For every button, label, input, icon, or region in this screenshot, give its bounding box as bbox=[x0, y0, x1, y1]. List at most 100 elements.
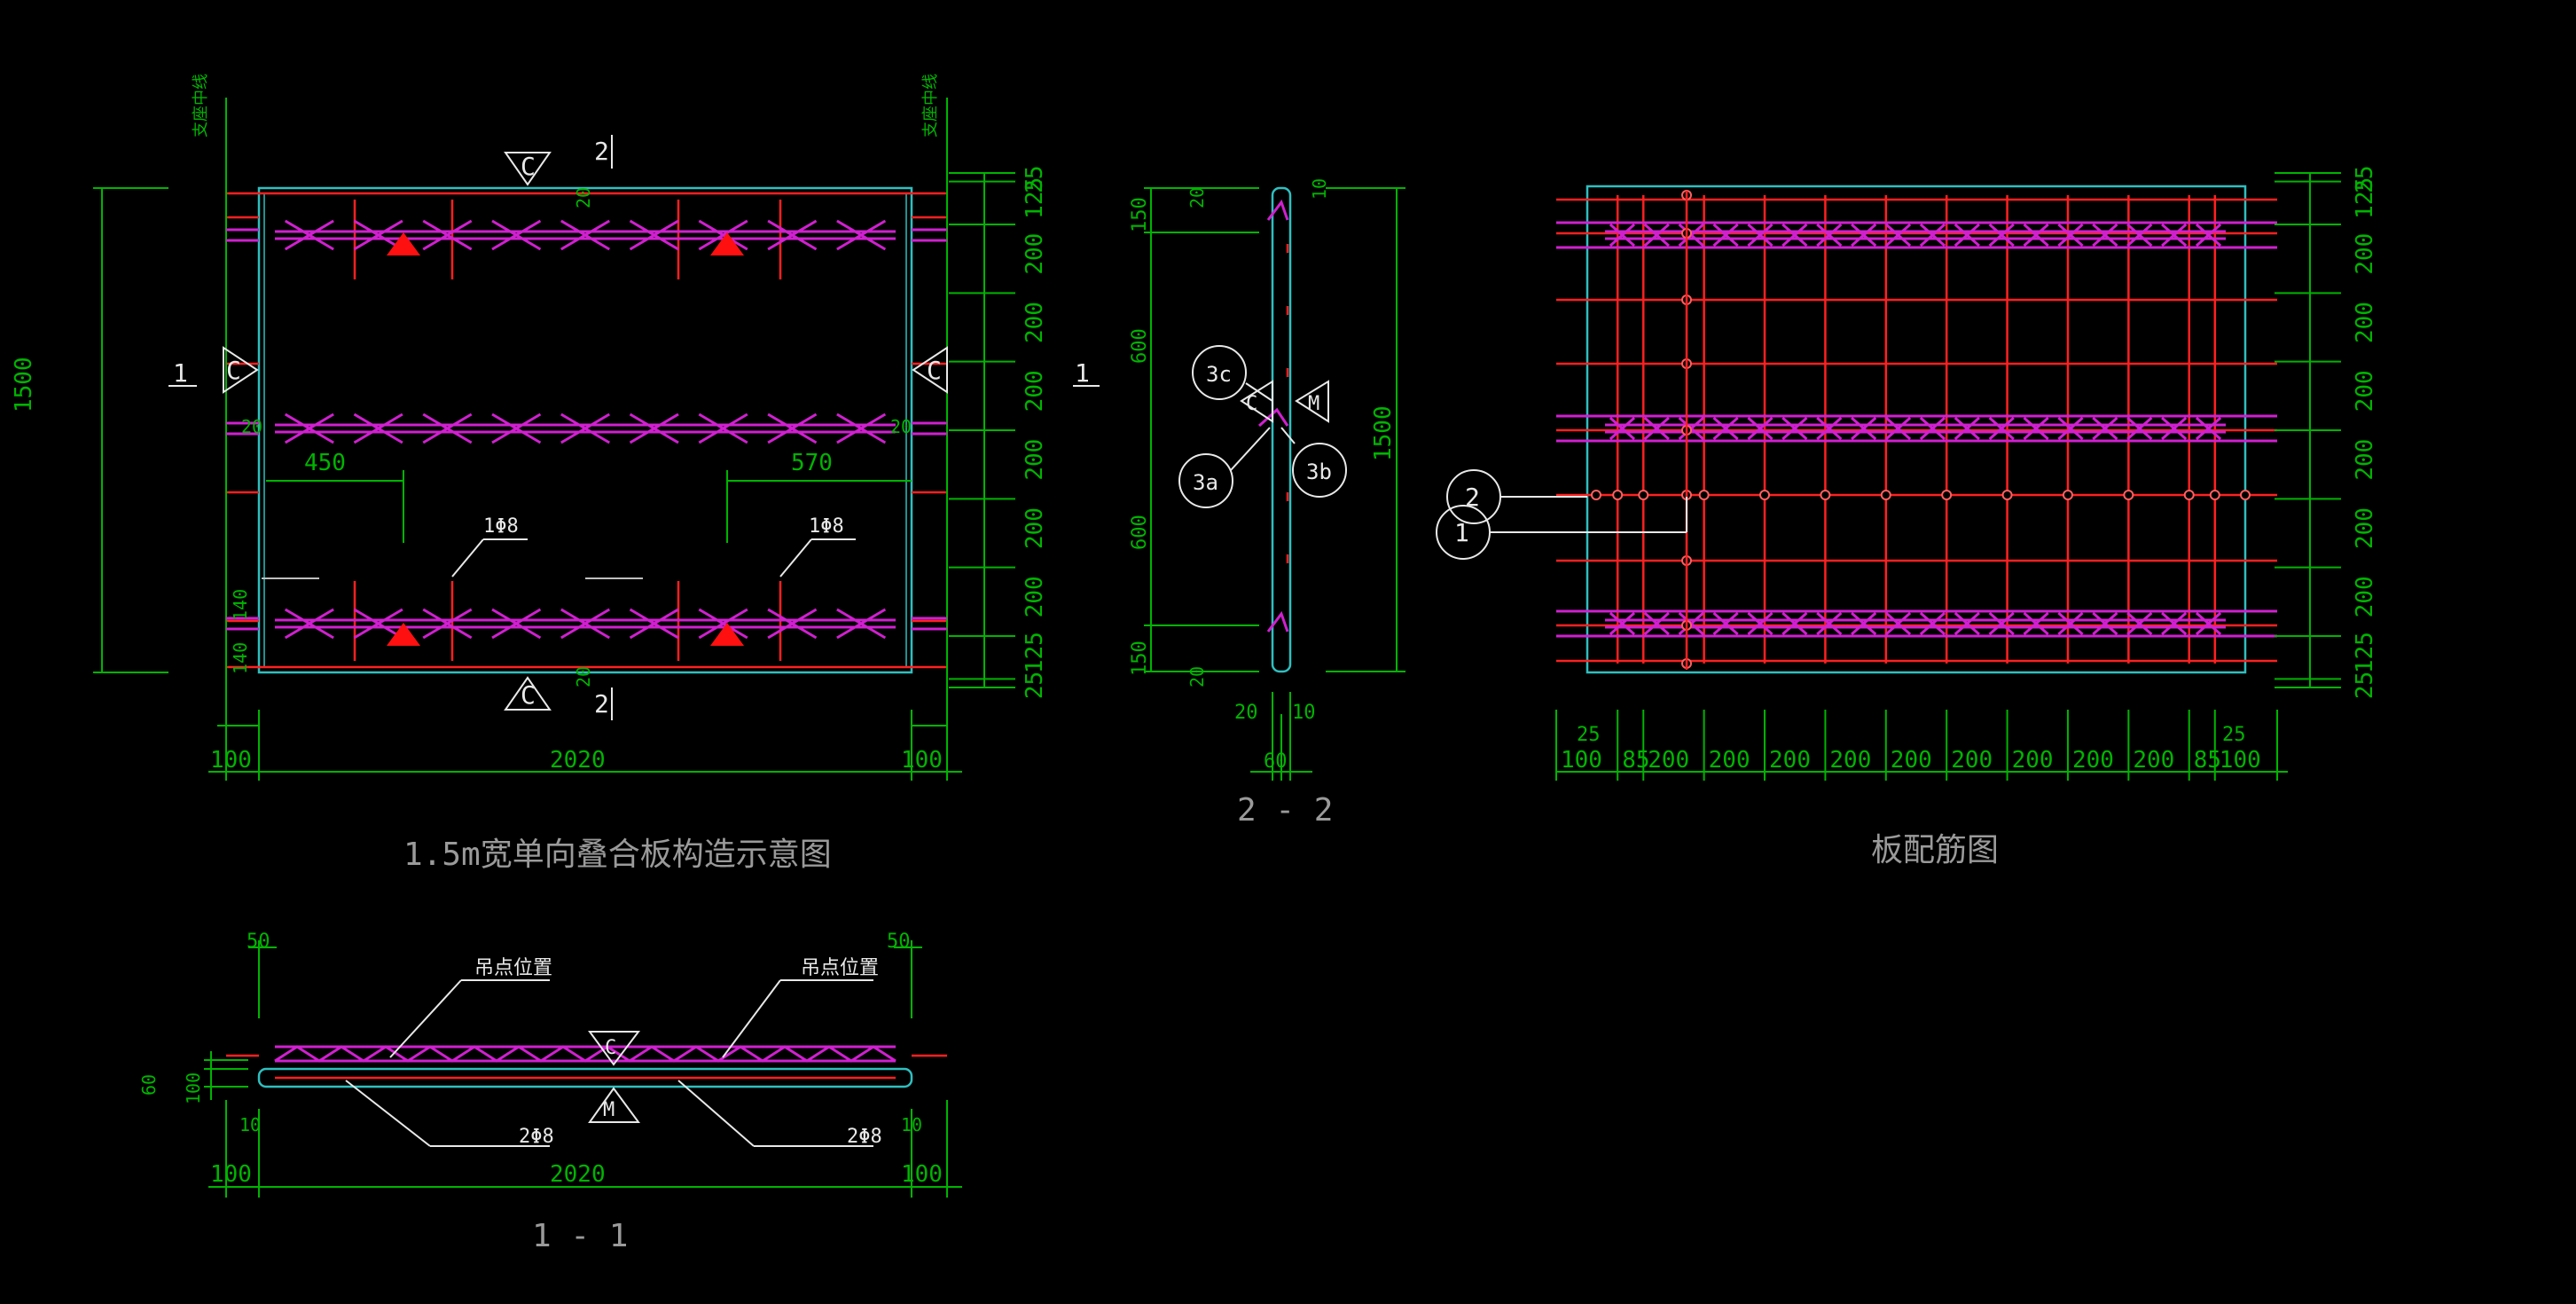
plan-dimensions: 1500 450 570 100 2020 100 支座中线 支座中线 140 … bbox=[11, 74, 947, 774]
reinf-node bbox=[1612, 490, 1624, 500]
left-small-dim-2: 20 bbox=[241, 416, 262, 437]
reinf-right-dim-label-1: 125 bbox=[2352, 177, 2378, 219]
callout-3a bbox=[1178, 453, 1233, 508]
reinf-right-dim-label-0: 25 bbox=[2352, 166, 2378, 193]
reinf-nodes bbox=[1591, 190, 2251, 670]
reinf-truss-row-0-diag bbox=[1747, 223, 1773, 247]
callout-label-3c: 3c bbox=[1206, 362, 1232, 387]
s11-tri-m: M bbox=[603, 1099, 615, 1121]
plan-truss-row-2-diag bbox=[560, 608, 610, 640]
reinf-title: 板配筋图 bbox=[1871, 832, 1999, 868]
callout-3c bbox=[1192, 345, 1247, 400]
section-dimensions: 150 600 600 150 1500 20 10 20 20 10 60 bbox=[1129, 178, 1405, 781]
support-line-left: 支座中线 bbox=[192, 74, 210, 137]
reinf-right-dim-label-4: 200 bbox=[2352, 370, 2378, 412]
section-bottom-label-2: 10 bbox=[1292, 702, 1316, 724]
plan-inner-dim-left: 450 bbox=[304, 450, 346, 476]
section-markers bbox=[168, 135, 948, 720]
plan-verticals bbox=[353, 200, 782, 661]
reinf-truss-row-2-diag bbox=[2195, 611, 2222, 636]
reinf-truss-row-1-diag bbox=[1954, 416, 1980, 441]
section11-bars bbox=[226, 1054, 947, 1080]
section11-dims: 50 50 60 100 10 10 100 2020 100 bbox=[138, 931, 962, 1198]
section-1-1: C M 吊点位置 吊点位置 2Φ8 2Φ8 50 50 60 100 10 10… bbox=[138, 931, 962, 1254]
tri-label-m: M bbox=[1308, 393, 1319, 415]
plan-truss-row-1-diag bbox=[836, 412, 887, 444]
s11-left-dim-0: 60 bbox=[138, 1074, 160, 1096]
plan-truss-row-1-diag bbox=[491, 412, 542, 444]
reinf-truss-row-1-diag bbox=[1643, 416, 1670, 441]
reinf-truss-row-2-diag bbox=[1643, 611, 1670, 636]
plan-truss-row-0-diag bbox=[698, 219, 748, 251]
reinf-right-dim-label-2: 200 bbox=[2352, 233, 2378, 275]
left-small-dim-0: 140 bbox=[230, 589, 251, 621]
reinf-truss-row-2-diag bbox=[2126, 611, 2153, 636]
reinf-truss-row-0-diag bbox=[1609, 223, 1636, 247]
tri-label-c: C bbox=[1246, 393, 1257, 415]
reinf-truss-row-1-diag bbox=[1988, 416, 2015, 441]
reinf-truss-row-0-diag bbox=[1884, 223, 1912, 247]
plan-truss-row-2-diag bbox=[629, 608, 679, 640]
reinf-truss-row-0-diag bbox=[2126, 223, 2153, 247]
plan-truss-row-0-diag bbox=[284, 219, 334, 251]
s11-web bbox=[274, 1045, 897, 1063]
reinf-truss-row-2-diag bbox=[1747, 611, 1773, 636]
reinf-truss-row-2-diag bbox=[2161, 611, 2188, 636]
section-slab bbox=[1271, 186, 1292, 673]
slab-outline bbox=[257, 186, 913, 674]
bar-label-left: 1Φ8 bbox=[483, 515, 519, 538]
plan-right-dim-label-1: 125 bbox=[1022, 177, 1048, 219]
section-left-dim-1: 600 bbox=[1129, 328, 1151, 364]
reinf-node bbox=[1638, 490, 1649, 500]
reinf-truss-row-0-diag bbox=[2023, 223, 2049, 247]
tri-label-right: C bbox=[927, 356, 942, 385]
reinf-node bbox=[2240, 490, 2251, 500]
plan-truss-row-2-diag bbox=[491, 608, 542, 640]
reinf-truss-row-1-diag bbox=[2092, 416, 2118, 441]
plan-truss-row-2-diag bbox=[422, 608, 473, 640]
plan-truss-row-0-diag bbox=[836, 219, 887, 251]
section-callouts bbox=[1073, 345, 1347, 508]
callout-label-3a: 3a bbox=[1193, 470, 1218, 495]
reinf-node bbox=[1820, 490, 1831, 500]
section-bottom-label-0: 20 bbox=[1186, 666, 1208, 687]
reinf-truss-row-2-diag bbox=[1954, 611, 1980, 636]
reinf-node bbox=[2001, 490, 2013, 500]
truss-bottom bbox=[1266, 610, 1289, 632]
plan-truss-row-2-diag bbox=[767, 608, 818, 640]
reinf-node bbox=[2183, 490, 2195, 500]
plan-truss-rows bbox=[226, 219, 947, 640]
plan-truss-row-1-diag bbox=[560, 412, 610, 444]
s11-left-dim-3: 10 bbox=[901, 1114, 922, 1135]
reinf-truss-row-1-diag bbox=[2023, 416, 2049, 441]
section-mark-1: 1 bbox=[1075, 358, 1090, 388]
section-top-label-0: 20 bbox=[1186, 187, 1208, 208]
reinf-bottom-label-3: 200 bbox=[1709, 747, 1750, 774]
plan-truss-row-1-diag bbox=[284, 412, 334, 444]
section11-truss bbox=[274, 1045, 897, 1063]
reinf-truss-row-2-diag bbox=[1609, 611, 1636, 636]
reinf-truss-row-1-diag bbox=[2126, 416, 2153, 441]
s11-top-dim-1: 50 bbox=[887, 931, 911, 953]
reinf-right-dim-label-8: 125 bbox=[2352, 632, 2378, 673]
plan-truss-row-2-diag bbox=[284, 608, 334, 640]
reinf-truss-row-2-diag bbox=[1816, 611, 1843, 636]
reinf-node bbox=[1941, 490, 1953, 500]
reinf-truss-row-1-diag bbox=[1919, 416, 1946, 441]
reinf-truss-row-0-diag bbox=[1643, 223, 1670, 247]
reinf-truss-row-1-diag bbox=[1781, 416, 1808, 441]
reinf-truss-row-1-diag bbox=[1884, 416, 1912, 441]
section-1-mark: 1 bbox=[173, 358, 188, 388]
reinf-truss-row-0-diag bbox=[1954, 223, 1980, 247]
reinf-bottom-label-11: 85 bbox=[2194, 747, 2221, 774]
reinf-truss-row-0-diag bbox=[1988, 223, 2015, 247]
reinf-bottom-label-7: 200 bbox=[1951, 747, 1993, 774]
reinf-node bbox=[2123, 490, 2134, 500]
plan-right-dim-label-4: 200 bbox=[1022, 370, 1048, 412]
section-2-mark-bottom: 2 bbox=[594, 689, 609, 719]
reinf-right-dim-label-6: 200 bbox=[2352, 507, 2378, 549]
reinf-node bbox=[1880, 490, 1891, 500]
reinf-truss-row-1-diag bbox=[1851, 416, 1877, 441]
